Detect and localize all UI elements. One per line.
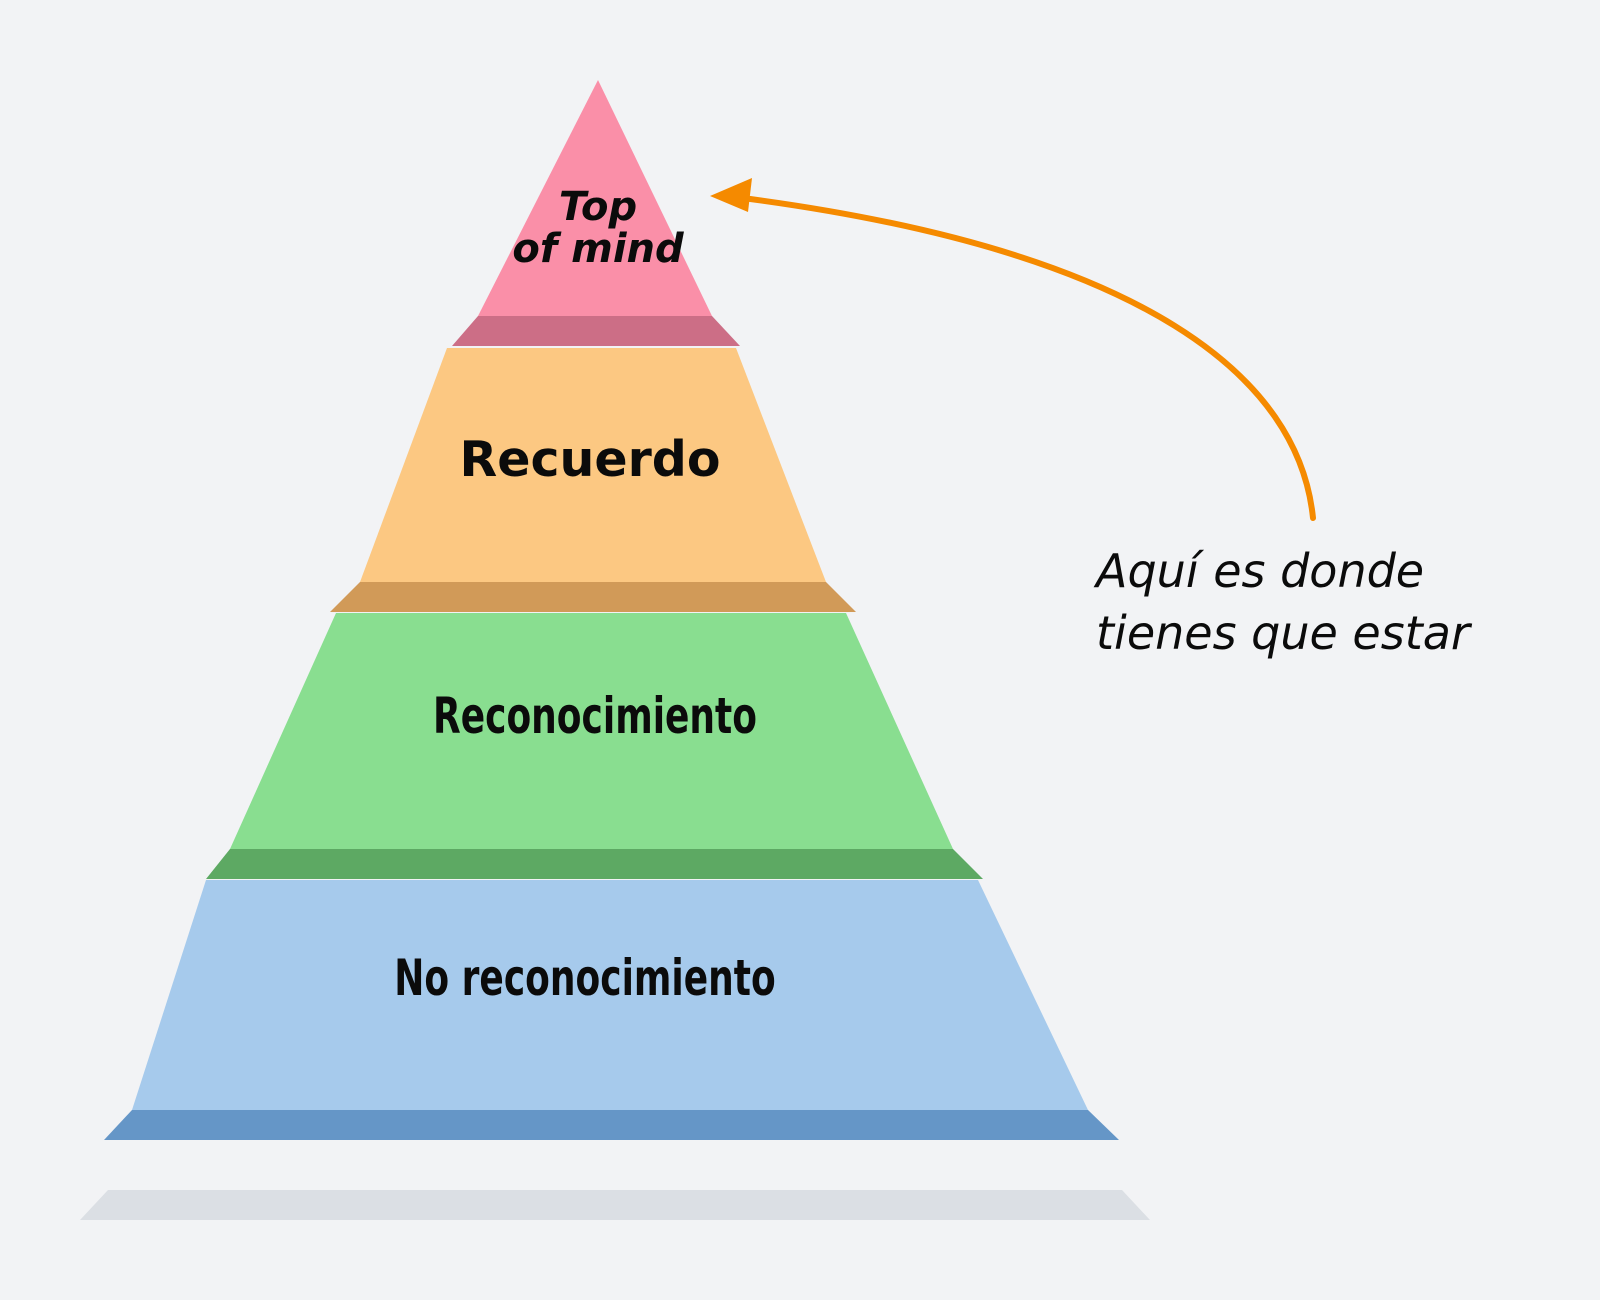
level-top-of-mind-side (452, 316, 740, 346)
annotation-arrow-curve (732, 194, 1316, 521)
level-reconocimiento-face (230, 613, 953, 849)
level-top-of-mind-face (478, 80, 712, 316)
level-recuerdo-side (330, 582, 856, 612)
level-no-reconocimiento-face (132, 880, 1088, 1110)
level-reconocimiento-side (206, 849, 983, 879)
annotation-arrow-head (710, 178, 752, 212)
base-shadow-plate (80, 1190, 1150, 1220)
level-no-reconocimiento-side (104, 1110, 1119, 1140)
level-recuerdo-face (360, 348, 826, 582)
